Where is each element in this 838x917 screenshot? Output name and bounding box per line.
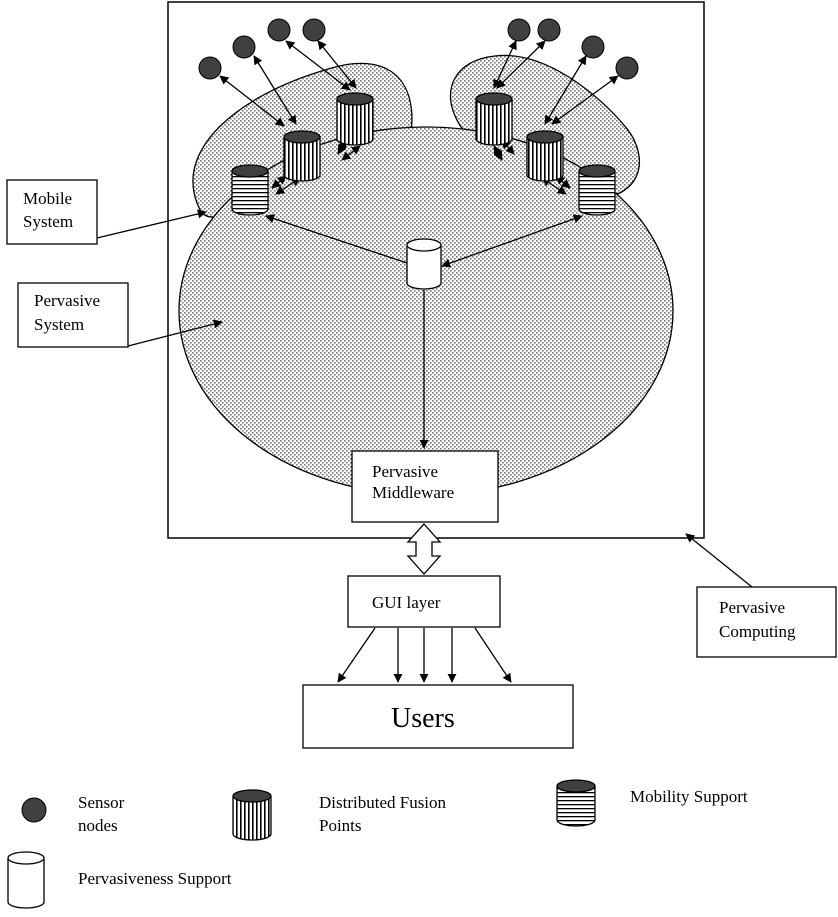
sensor-node-icon <box>198 56 222 80</box>
pervasive-system-pointer <box>127 319 223 347</box>
pervasive-middleware-label-line1: Pervasive <box>372 462 438 481</box>
fusion-point-icon <box>526 130 564 182</box>
sensor-node-icon <box>615 56 639 80</box>
mobility-support-icon <box>578 164 616 216</box>
legend-pervasiveness-support: Pervasiveness Support <box>78 869 232 888</box>
sensor-node-icon <box>581 35 605 59</box>
sensor-node-icon <box>21 797 47 823</box>
fusion-point-icon <box>475 92 513 146</box>
mobility-links <box>265 214 583 268</box>
pervasive-computing-label-box <box>696 586 837 658</box>
pervasive-system-label-box <box>17 282 129 348</box>
mobile-system-label-line1: Mobile <box>23 189 72 208</box>
legend-fusion-points-line1: Distributed Fusion <box>319 793 447 812</box>
pervasive-computing-label-line1: Pervasive <box>719 598 785 617</box>
fusion-point-icon <box>283 130 321 182</box>
pervasive-computing-pointer <box>685 533 753 588</box>
legend-sensor-nodes-line1: Sensor <box>78 793 125 812</box>
sensor-node-icon <box>267 18 291 42</box>
legend-sensor-nodes-line2: nodes <box>78 816 118 835</box>
pervasiveness-support-icon <box>406 238 442 290</box>
middleware-gui-block-arrow <box>406 523 442 575</box>
pervasive-middleware-box <box>351 450 499 523</box>
pervasive-system-label-line1: Pervasive <box>34 291 100 310</box>
pervasive-system-label-line2: System <box>34 315 84 334</box>
sensor-node-icon <box>507 18 531 42</box>
gui-to-users-arrows <box>337 627 512 683</box>
fusion-point-icon <box>336 92 374 146</box>
sensor-node-icon <box>537 18 561 42</box>
mobile-system-pointer <box>96 209 207 239</box>
mobile-system-label-line2: System <box>23 212 73 231</box>
mobility-support-icon <box>231 164 269 216</box>
legend: Sensor nodes Distributed Fusion Points M… <box>7 779 748 909</box>
users-box <box>302 684 574 749</box>
mobility-support-icon <box>556 779 596 827</box>
fusion-point-icon <box>232 789 272 841</box>
legend-fusion-points-line2: Points <box>319 816 362 835</box>
pervasive-computing-label-line2: Computing <box>719 622 796 641</box>
gui-layer-box <box>347 575 501 628</box>
legend-mobility-support: Mobility Support <box>630 787 748 806</box>
pervasive-middleware-label-line2: Middleware <box>372 483 454 502</box>
users-label: Users <box>391 703 455 734</box>
gui-layer-label: GUI layer <box>372 593 441 612</box>
sensor-node-icon <box>232 35 256 59</box>
pervasiveness-support-icon <box>7 851 45 909</box>
mobile-system-label-box <box>6 179 98 245</box>
sensor-node-icon <box>302 18 326 42</box>
